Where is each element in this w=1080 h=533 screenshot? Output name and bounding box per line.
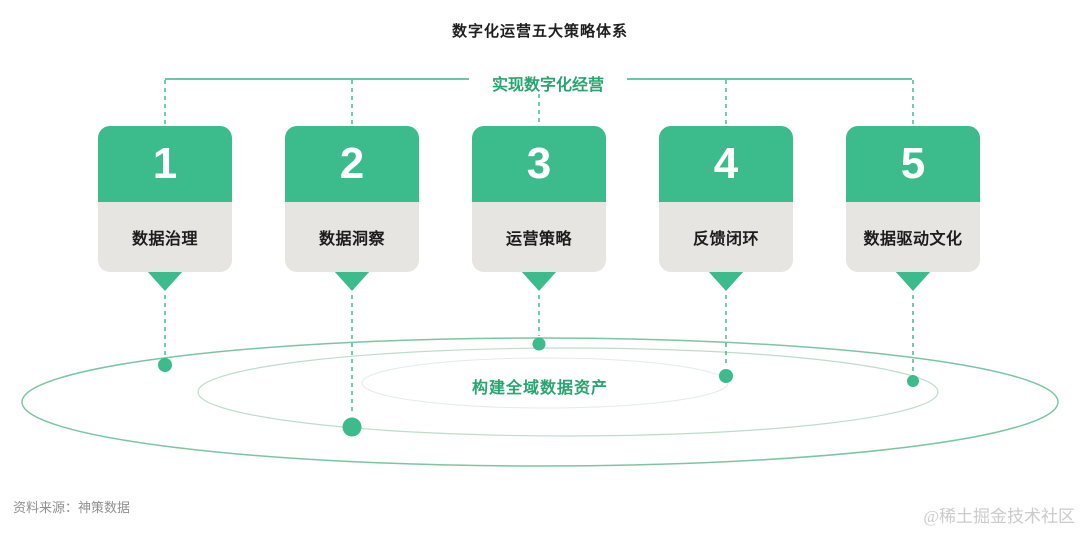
card-number: 1 [98,126,232,202]
card-label: 数据驱动文化 [846,202,980,272]
connection-dot [342,417,362,437]
strategy-card-4: 4 反馈闭环 [659,126,793,272]
card-label: 数据洞察 [285,202,419,272]
ellipse-inner [361,357,729,409]
card-label: 反馈闭环 [659,202,793,272]
card-number: 2 [285,126,419,202]
data-asset-label: 构建全域数据资产 [471,380,608,397]
ellipse-middle [197,347,939,437]
dashed-connectors-bottom [164,295,914,415]
connection-dots [158,337,919,437]
watermark: @稀土掘金技术社区 [923,507,1075,526]
card-number: 4 [659,126,793,202]
source-note: 资料来源：神策数据 [13,500,131,515]
triangle-icon [147,271,183,291]
card-label: 运营策略 [472,202,606,272]
triangle-icon [334,271,370,291]
strategy-card-2: 2 数据洞察 [285,126,419,272]
dashed-connectors-top [164,80,914,124]
card-label: 数据治理 [98,202,232,272]
connection-dot [532,337,546,351]
ellipse-outer [21,337,1059,467]
strategy-card-3: 3 运营策略 [472,126,606,272]
card-number: 3 [472,126,606,202]
card-number: 5 [846,126,980,202]
triangle-icon [521,271,557,291]
page-title: 数字化运营五大策略体系 [451,23,628,40]
connection-dot [158,358,172,372]
strategy-card-5: 5 数据驱动文化 [846,126,980,272]
triangle-icon [708,271,744,291]
triangle-icon [895,271,931,291]
orbit-ellipses [21,337,1059,467]
connection-dot [719,369,733,383]
connection-dot [907,375,919,387]
flow-triangles [147,271,931,291]
top-goal-label: 实现数字化经营 [491,77,604,94]
strategy-card-1: 1 数据治理 [98,126,232,272]
